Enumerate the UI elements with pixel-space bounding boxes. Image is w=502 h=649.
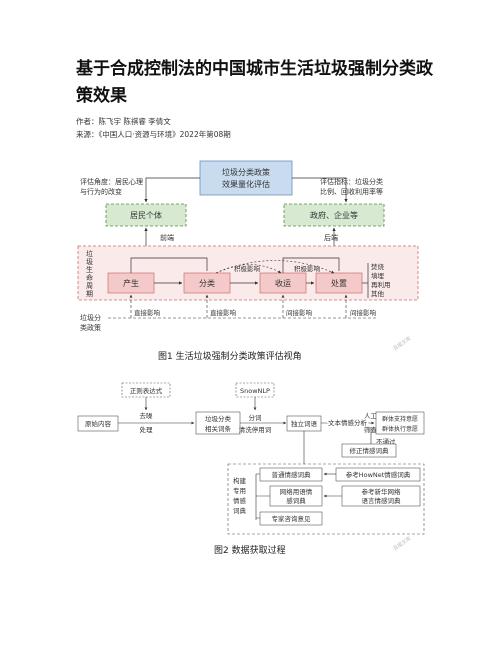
source-line: 来源：《中国人口·资源与环境》2022年第08期 — [76, 130, 231, 139]
fig1-stage-collect: 收运 — [275, 278, 291, 288]
fig2-seg-line2: 清洗停用词 — [239, 425, 272, 434]
fig1-policy-line1: 垃圾分 — [80, 313, 101, 322]
fig1-impact-3: 间接影响 — [286, 308, 313, 317]
fig1-policy-line2: 类政策 — [80, 323, 101, 332]
fig1-indirect-2: 积极影响 — [294, 264, 321, 273]
figure-2: 正则表达式 SnowNLP 原始内容 去噪 处理 垃圾分类 相关词条 分词 清洗… — [76, 380, 426, 538]
fig1-impact-4: 间接影响 — [350, 308, 377, 317]
fig1-indirect-1: 积极影响 — [234, 264, 261, 273]
fig2-seg-line1: 分词 — [249, 413, 262, 422]
fig2-related-line1: 垃圾分类 — [205, 414, 232, 423]
fig2-ref-xinhua-line2: 语言情感词典 — [362, 496, 402, 505]
fig2-dict-net-line2: 感词典 — [286, 496, 306, 505]
fig2-indep-words: 独立词语 — [291, 419, 318, 428]
figure-1: 垃圾分类政策 效果量化评估 评估角度：居民心理 与行为的改变 评估指标：垃圾分类… — [76, 158, 426, 343]
fig2-regex: 正则表达式 — [130, 386, 163, 395]
figure-2-caption: 图2 数据获取过程 — [214, 546, 286, 556]
fig2-sentiment: 文本情感分析 — [328, 418, 368, 427]
fig2-denoise-line1: 去噪 — [140, 411, 154, 420]
fig2-snownlp: SnowNLP — [240, 387, 270, 395]
fig1-left-note-line2: 与行为的改变 — [80, 187, 122, 196]
fig2-dict-net-line1: 网络用语情 — [280, 487, 313, 496]
fig2-manual-line1: 人工 — [364, 412, 378, 420]
fig2-ref-hownet: 参考HowNet情感词典 — [346, 470, 411, 479]
fig2-build-label: 构建 专用 情感 词典 — [233, 476, 248, 515]
fig1-disposal-landfill: 填埋 — [371, 271, 385, 280]
fig1-lifecycle-label: 垃圾生命周期 — [86, 249, 93, 298]
fig1-impact-2: 直接影响 — [210, 308, 237, 317]
article-title: 基于合成控制法的中国城市生活垃圾强制分类政策效果 — [76, 59, 433, 106]
fig2-ref-xinhua-line1: 参考新华网络 — [362, 487, 402, 496]
fig1-left-note-line1: 评估角度：居民心理 — [80, 177, 143, 186]
fig2-dict-common: 普通情感词典 — [272, 470, 312, 479]
fig2-result-line2: 群体执行意愿 — [382, 425, 418, 433]
fig1-stage-produce: 产生 — [123, 278, 139, 288]
fig2-result-line1: 群体支持意愿 — [382, 415, 418, 423]
fig2-related-line2: 相关词条 — [205, 424, 232, 433]
fig1-resident-box: 居民个体 — [130, 210, 162, 220]
fig1-disposal-reuse: 再利用 — [371, 280, 391, 289]
fig1-disposal-other: 其他 — [371, 289, 385, 298]
fig2-dict-expert: 专家咨询意见 — [272, 514, 312, 523]
fig1-stage-dispose: 处置 — [331, 278, 347, 288]
fig2-raw-content: 原始内容 — [85, 419, 112, 428]
fig1-right-note-line1: 评估指标：垃圾分类 — [320, 177, 383, 186]
fig1-right-note-line2: 比例、回收利用率等 — [320, 187, 383, 196]
fig2-denoise-line2: 处理 — [140, 425, 154, 434]
fig2-fix-dict: 修正情感词典 — [350, 446, 390, 455]
fig1-stage-sort: 分类 — [199, 278, 215, 288]
fig1-top-box-line1: 垃圾分类政策 — [222, 167, 270, 177]
fig1-disposal-burn: 焚烧 — [371, 262, 385, 271]
figure-1-caption: 图1 生活垃圾强制分类政策评估视角 — [158, 352, 302, 362]
authors-line: 作者：陈飞宇 陈祺睿 李倩文 — [76, 117, 171, 126]
fig2-fail: 不通过 — [376, 437, 396, 446]
fig1-back-label: 后端 — [324, 233, 338, 242]
fig1-top-box-line2: 效果量化评估 — [222, 179, 270, 189]
fig1-front-label: 前端 — [160, 233, 174, 242]
fig1-impact-1: 直接影响 — [134, 308, 161, 317]
fig1-gov-box: 政府、企业等 — [310, 210, 358, 220]
